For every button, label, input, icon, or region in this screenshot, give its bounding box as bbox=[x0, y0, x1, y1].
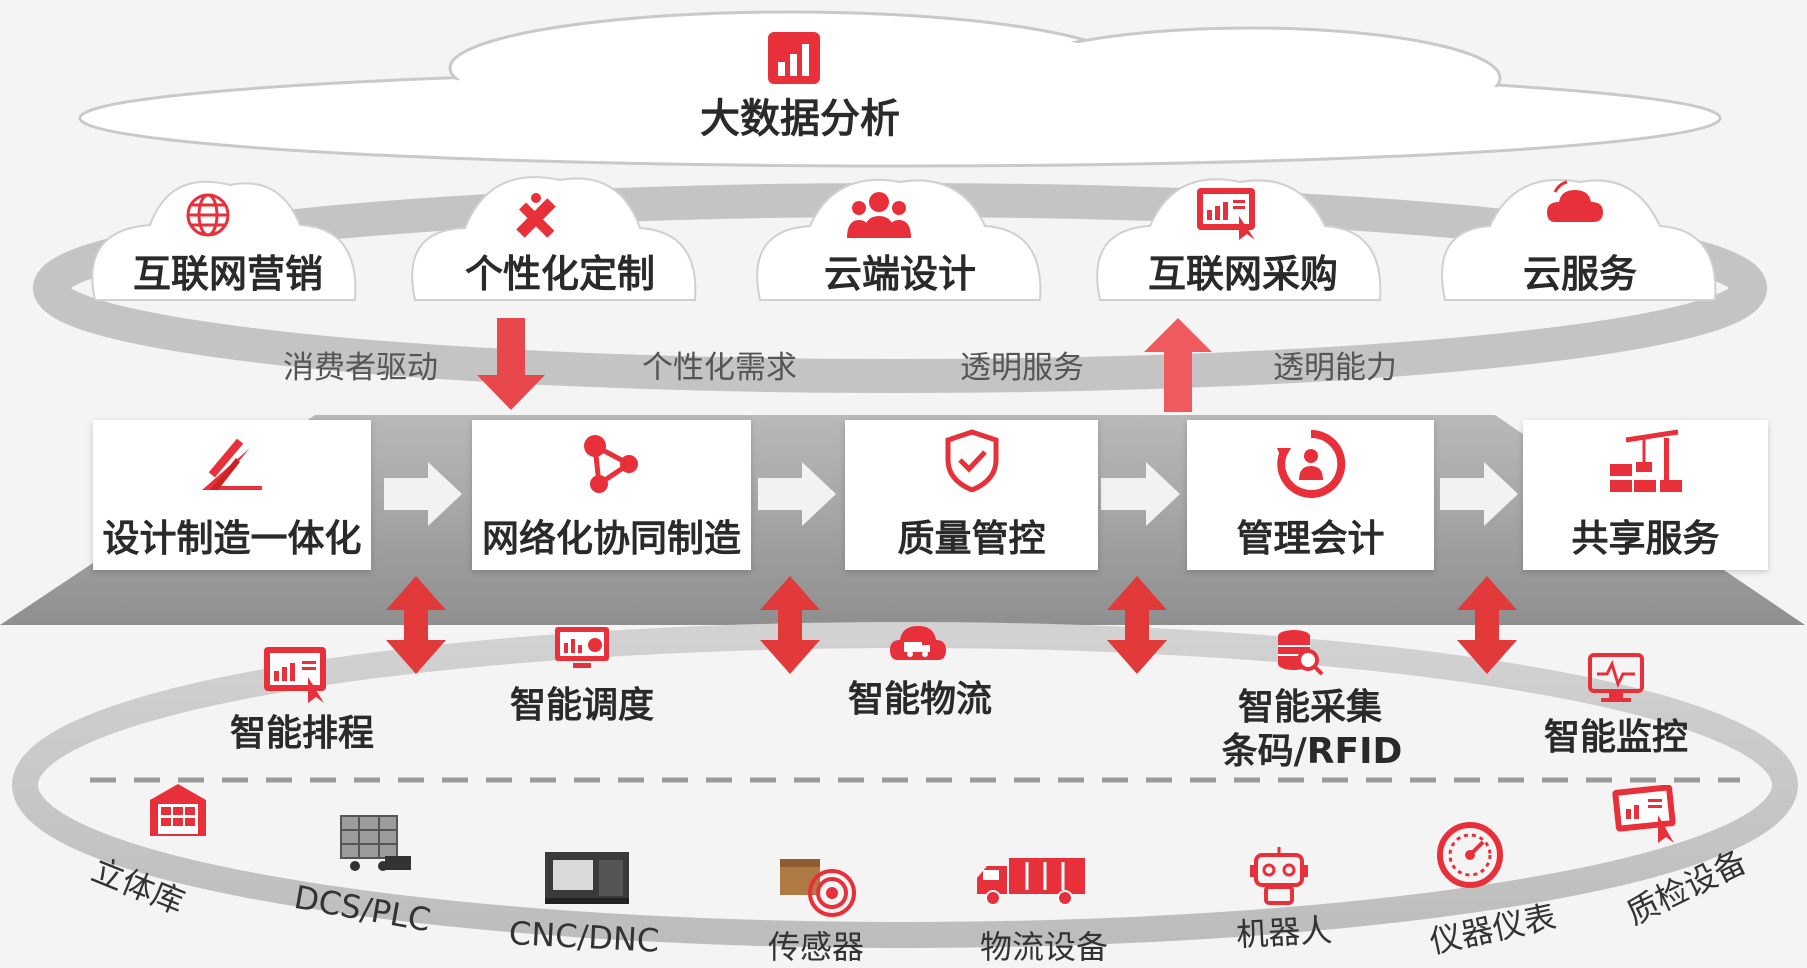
robot-icon bbox=[1248, 845, 1310, 911]
cloud-label-cloud-service: 云服务 bbox=[1522, 252, 1637, 296]
sensor-box-icon bbox=[778, 855, 860, 921]
tablet-chart-icon bbox=[1195, 186, 1261, 246]
process-box-management-accounting: 管理会计 bbox=[1187, 420, 1434, 570]
smart-label-barcode-rfid: 条码/RFID bbox=[1221, 731, 1403, 772]
crane-containers-icon bbox=[1606, 428, 1686, 502]
tablet-check-icon bbox=[1612, 784, 1682, 851]
smart-label-dispatching: 智能调度 bbox=[509, 685, 654, 726]
arrow-up bbox=[1144, 318, 1212, 412]
process-arrows bbox=[384, 462, 1518, 526]
cloud-label-internet-marketing: 互联网营销 bbox=[132, 252, 323, 296]
process-box-networked-manufacturing: 网络化协同制造 bbox=[472, 420, 751, 570]
cloud-shape-2 bbox=[411, 176, 697, 301]
cycle-person-icon bbox=[1275, 428, 1347, 504]
pencil-ruler-icon bbox=[508, 188, 564, 248]
process-label: 设计制造一体化 bbox=[102, 517, 362, 560]
device-label-cnc-dnc: CNC/DNC bbox=[508, 914, 661, 960]
cloud-label-internet-procurement: 互联网采购 bbox=[1147, 252, 1338, 296]
plc-cabinet-icon bbox=[335, 810, 415, 878]
connector-label-transparent-capability: 透明能力 bbox=[1273, 350, 1397, 386]
connector-label-personalized-demand: 个性化需求 bbox=[642, 350, 797, 386]
cloud-shape-1 bbox=[91, 180, 357, 301]
cloud-shape-3 bbox=[756, 178, 1042, 301]
smart-label-collection: 智能采集 bbox=[1237, 687, 1382, 728]
cloud-icon bbox=[1547, 180, 1603, 230]
process-box-shared-service: 共享服务 bbox=[1523, 420, 1768, 570]
monitor-chart-icon bbox=[553, 625, 611, 675]
cloud-label-personalized-customization: 个性化定制 bbox=[464, 252, 655, 296]
cloud-truck-icon bbox=[890, 620, 946, 668]
process-label: 网络化协同制造 bbox=[482, 517, 741, 560]
smart-label-scheduling: 智能排程 bbox=[229, 713, 374, 754]
cnc-machine-icon bbox=[543, 848, 631, 912]
process-box-quality-control: 质量管控 bbox=[845, 420, 1098, 570]
bar-chart-icon bbox=[768, 32, 820, 84]
users-icon bbox=[847, 188, 911, 244]
device-label-logistics-equipment: 物流设备 bbox=[980, 928, 1109, 966]
truck-icon bbox=[975, 856, 1087, 910]
device-label-robot: 机器人 bbox=[1235, 910, 1334, 954]
cloud-shape-4 bbox=[1096, 178, 1382, 301]
smart-label-monitoring: 智能监控 bbox=[1543, 717, 1688, 758]
cloud-label-cloud-design: 云端设计 bbox=[823, 252, 976, 296]
process-label: 质量管控 bbox=[897, 517, 1046, 560]
gauge-icon bbox=[1435, 820, 1505, 894]
connector-label-consumer-driven: 消费者驱动 bbox=[283, 350, 438, 386]
double-arrows bbox=[386, 576, 1517, 674]
database-search-icon bbox=[1276, 628, 1324, 680]
big-data-cloud bbox=[78, 10, 1722, 168]
process-box-design-manufacturing: 设计制造一体化 bbox=[93, 420, 371, 570]
monitor-pulse-icon bbox=[1587, 652, 1645, 710]
share-network-icon bbox=[577, 428, 647, 502]
process-label: 共享服务 bbox=[1571, 517, 1720, 560]
smart-label-logistics: 智能物流 bbox=[847, 679, 992, 720]
globe-icon bbox=[183, 190, 233, 244]
design-tools-icon bbox=[192, 428, 272, 502]
cloud-shape-5 bbox=[1441, 178, 1717, 301]
device-label-sensor: 传感器 bbox=[768, 928, 865, 966]
shield-check-icon bbox=[942, 428, 1002, 496]
connector-label-transparent-service: 透明服务 bbox=[960, 350, 1084, 386]
big-data-title: 大数据分析 bbox=[700, 96, 900, 142]
arrow-down bbox=[477, 318, 545, 410]
warehouse-icon bbox=[146, 780, 210, 842]
service-clouds bbox=[91, 176, 1717, 301]
tablet-chart-icon bbox=[262, 645, 332, 709]
process-label: 管理会计 bbox=[1236, 517, 1385, 560]
